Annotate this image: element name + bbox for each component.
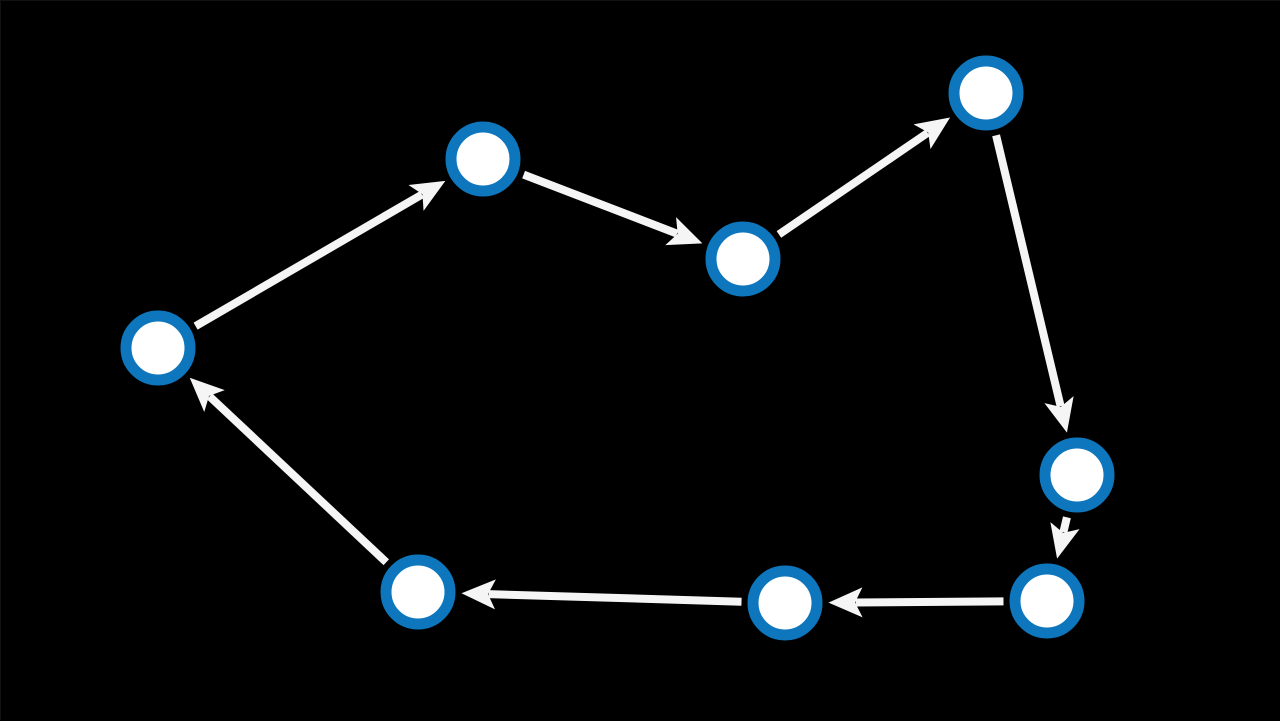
- edge-line: [855, 597, 1004, 607]
- edge-arrowhead-icon: [461, 579, 496, 610]
- node-circle[interactable]: [120, 310, 196, 386]
- node-circle[interactable]: [747, 565, 823, 641]
- graph-edge-e6[interactable]: [828, 587, 1004, 618]
- graph-node-n6[interactable]: [1009, 563, 1085, 639]
- edge-arrowhead-icon: [665, 217, 703, 246]
- node-circle[interactable]: [445, 121, 521, 197]
- graph-edge-e5[interactable]: [1050, 516, 1080, 559]
- edges-layer: [189, 117, 1080, 618]
- edge-arrowhead-icon: [913, 117, 951, 150]
- node-circle[interactable]: [948, 55, 1024, 131]
- graph-edge-e2[interactable]: [522, 170, 703, 246]
- edge-arrowhead-icon: [1044, 396, 1074, 433]
- node-circle[interactable]: [1039, 437, 1115, 513]
- edge-line: [776, 129, 930, 238]
- graph-edge-e4[interactable]: [992, 134, 1074, 433]
- graph-edge-e1[interactable]: [193, 180, 446, 330]
- graph-edge-e7[interactable]: [461, 579, 742, 610]
- edge-line: [992, 134, 1065, 408]
- edge-line: [522, 170, 679, 238]
- graph-node-n3[interactable]: [705, 221, 781, 297]
- graph-edge-e3[interactable]: [776, 117, 951, 238]
- edge-line: [1059, 516, 1071, 534]
- node-circle[interactable]: [380, 554, 456, 630]
- edge-arrowhead-icon: [408, 180, 446, 211]
- edge-arrowhead-icon: [828, 587, 863, 618]
- edge-line: [206, 393, 390, 566]
- edge-line: [488, 590, 742, 606]
- nodes-layer: [120, 55, 1115, 641]
- edge-arrowhead-icon: [1050, 522, 1080, 559]
- edge-line: [193, 191, 424, 330]
- graph-node-n5[interactable]: [1039, 437, 1115, 513]
- node-circle[interactable]: [1009, 563, 1085, 639]
- graph-node-n4[interactable]: [948, 55, 1024, 131]
- graph-node-n8[interactable]: [380, 554, 456, 630]
- graph-node-n1[interactable]: [120, 310, 196, 386]
- graph-edge-e8[interactable]: [189, 377, 390, 566]
- node-circle[interactable]: [705, 221, 781, 297]
- graph-node-n7[interactable]: [747, 565, 823, 641]
- edge-arrowhead-icon: [189, 377, 225, 412]
- graph-node-n2[interactable]: [445, 121, 521, 197]
